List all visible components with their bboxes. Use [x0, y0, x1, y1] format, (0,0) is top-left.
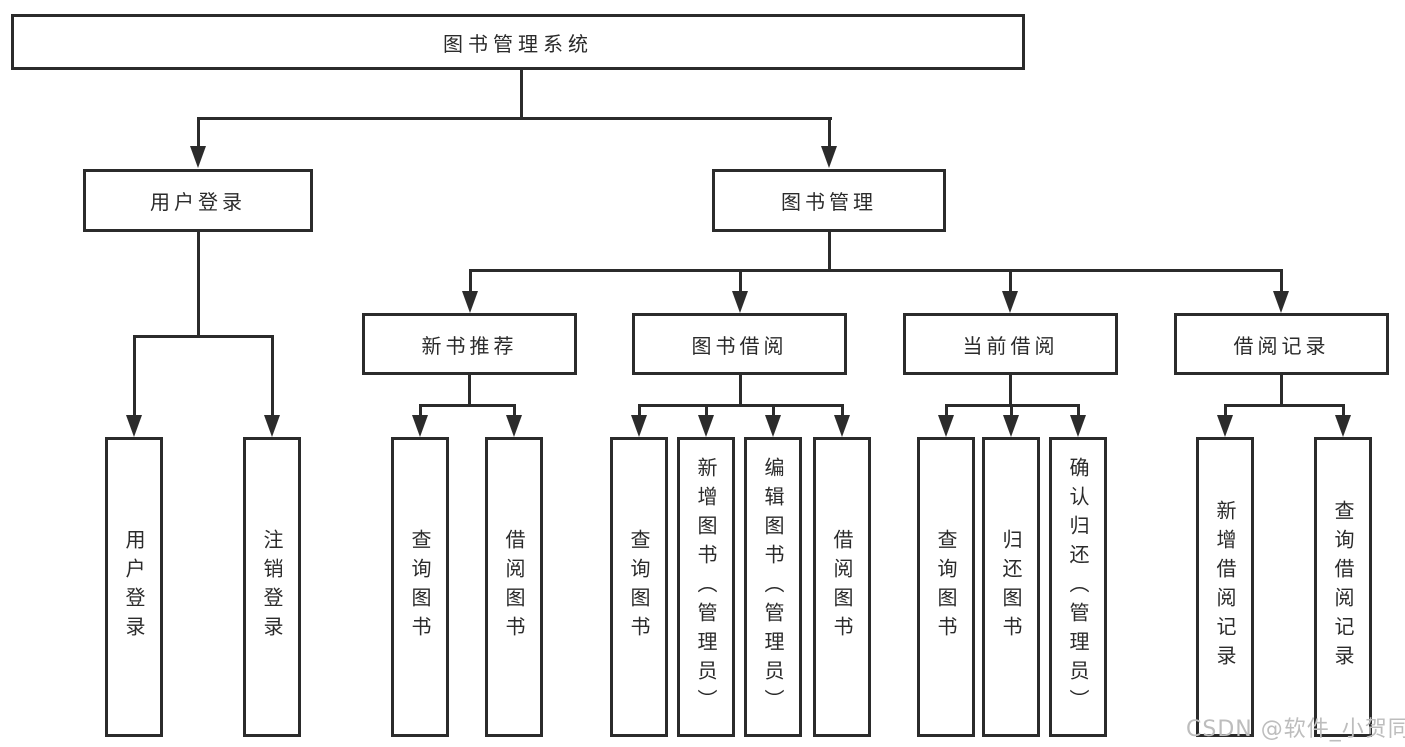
connector-line — [739, 269, 742, 295]
connector-line — [772, 404, 775, 418]
arrow-down-icon — [412, 415, 428, 437]
node-library-management-system: 图书管理系统 — [11, 14, 1025, 70]
connector-line — [469, 269, 472, 295]
leaf-confirm-return-admin: 确认归还（管理员） — [1049, 437, 1107, 737]
connector-line — [739, 375, 742, 407]
connector-line — [1280, 375, 1283, 407]
arrow-down-icon — [1335, 415, 1351, 437]
leaf-borrow-books-recommend: 借阅图书 — [485, 437, 543, 737]
leaf-borrow-books-borrowing: 借阅图书 — [813, 437, 871, 737]
arrow-down-icon — [1002, 291, 1018, 313]
node-user-login: 用户登录 — [83, 169, 313, 232]
arrow-down-icon — [765, 415, 781, 437]
connector-line — [197, 117, 200, 149]
leaf-query-borrow-record: 查询借阅记录 — [1314, 437, 1372, 737]
leaf-add-book-admin: 新增图书（管理员） — [677, 437, 735, 737]
connector-line — [419, 404, 516, 407]
arrow-down-icon — [834, 415, 850, 437]
connector-line — [469, 269, 1283, 272]
node-borrowing-records: 借阅记录 — [1174, 313, 1389, 375]
connector-line — [841, 404, 844, 418]
connector-line — [1280, 269, 1283, 295]
connector-line — [271, 335, 274, 419]
connector-line — [1077, 404, 1080, 418]
node-new-book-recommendation: 新书推荐 — [362, 313, 577, 375]
arrow-down-icon — [821, 146, 837, 168]
node-book-management: 图书管理 — [712, 169, 946, 232]
leaf-query-books-current: 查询图书 — [917, 437, 975, 737]
arrow-down-icon — [264, 415, 280, 437]
connector-line — [1342, 404, 1345, 418]
connector-line — [638, 404, 844, 407]
arrow-down-icon — [631, 415, 647, 437]
connector-line — [1224, 404, 1227, 418]
leaf-user-login: 用户登录 — [105, 437, 163, 737]
connector-line — [1224, 404, 1345, 407]
arrow-down-icon — [1003, 415, 1019, 437]
connector-line — [197, 232, 200, 338]
leaf-edit-book-admin: 编辑图书（管理员） — [744, 437, 802, 737]
arrow-down-icon — [732, 291, 748, 313]
node-book-borrowing: 图书借阅 — [632, 313, 847, 375]
arrow-down-icon — [126, 415, 142, 437]
connector-line — [133, 335, 136, 419]
connector-line — [828, 232, 831, 272]
arrow-down-icon — [462, 291, 478, 313]
node-current-borrowing: 当前借阅 — [903, 313, 1118, 375]
leaf-query-books-borrowing: 查询图书 — [610, 437, 668, 737]
leaf-add-borrow-record: 新增借阅记录 — [1196, 437, 1254, 737]
arrow-down-icon — [1273, 291, 1289, 313]
arrow-down-icon — [938, 415, 954, 437]
connector-line — [133, 335, 274, 338]
arrow-down-icon — [1070, 415, 1086, 437]
connector-line — [520, 68, 523, 120]
connector-line — [1009, 375, 1012, 407]
connector-line — [638, 404, 641, 418]
connector-line — [197, 117, 832, 120]
csdn-watermark: CSDN @软件_小贺同学 — [1186, 717, 1405, 742]
connector-line — [1009, 269, 1012, 295]
arrow-down-icon — [698, 415, 714, 437]
leaf-query-books-recommend: 查询图书 — [391, 437, 449, 737]
connector-line — [1010, 404, 1013, 418]
connector-line — [513, 404, 516, 418]
connector-line — [468, 375, 471, 407]
connector-line — [419, 404, 422, 418]
connector-line — [828, 117, 831, 149]
connector-line — [705, 404, 708, 418]
arrow-down-icon — [1217, 415, 1233, 437]
arrow-down-icon — [190, 146, 206, 168]
leaf-logout: 注销登录 — [243, 437, 301, 737]
arrow-down-icon — [506, 415, 522, 437]
connector-line — [945, 404, 948, 418]
leaf-return-books: 归还图书 — [982, 437, 1040, 737]
